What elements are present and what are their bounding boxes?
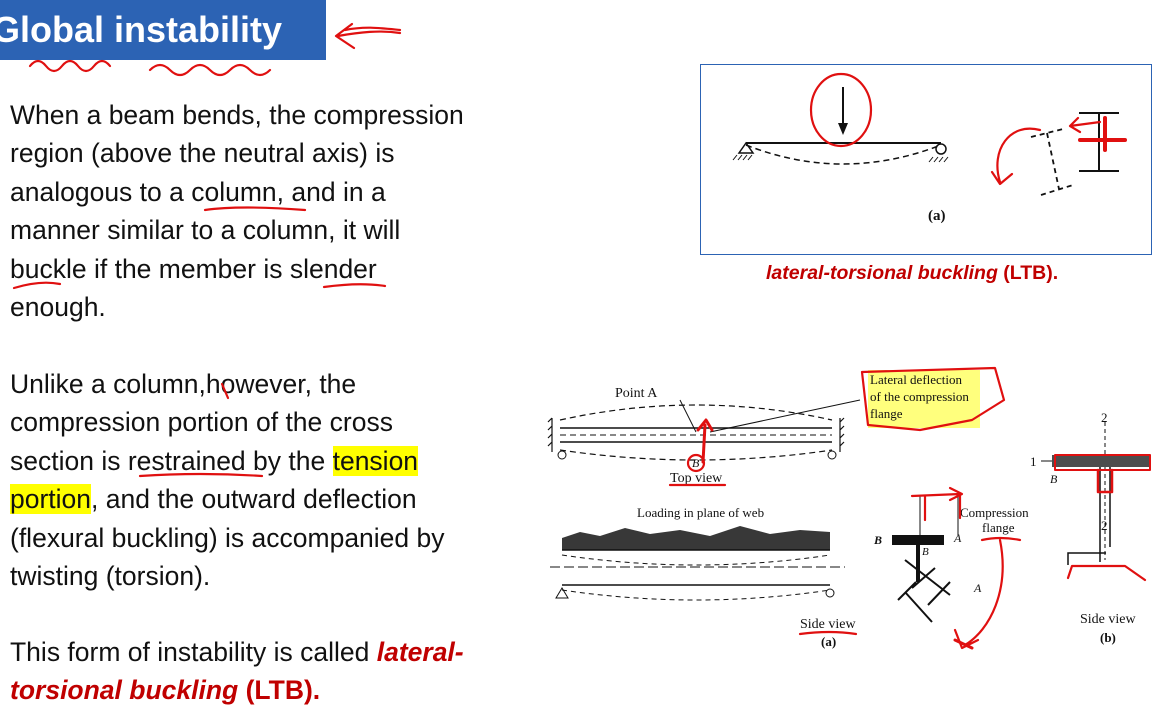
title-squiggle-2 bbox=[148, 63, 272, 77]
left-support-hatch bbox=[732, 154, 753, 161]
p1-line-3: analogous to a column, and in a bbox=[10, 176, 386, 207]
p2-line-1: Unlike a column,however, the bbox=[10, 369, 357, 399]
figure-b-label-a: (a) bbox=[821, 634, 836, 649]
axis-2-mid: 2 bbox=[1101, 518, 1108, 533]
side-view-b-label: Side view bbox=[1080, 612, 1136, 627]
title-arrow-ink-2 bbox=[343, 26, 402, 32]
figure-a-drawing: (a) bbox=[732, 87, 1119, 224]
p2-line-3: section is restrained by the bbox=[10, 445, 333, 476]
highlight-portion: portion bbox=[10, 484, 92, 515]
right-support-hatch bbox=[928, 156, 949, 163]
title-squiggle-1 bbox=[28, 59, 112, 73]
section-label-B-small: B bbox=[922, 546, 929, 558]
slide-title: Global instability bbox=[0, 0, 326, 60]
highlight-tension: tension bbox=[332, 445, 419, 476]
p2-line-6: twisting (torsion). bbox=[10, 561, 211, 592]
section-label-A: A bbox=[953, 531, 962, 545]
tee-section-b bbox=[1041, 422, 1150, 565]
p1-line-5: buckle if the member is slender bbox=[10, 253, 377, 284]
caption-abbrev: (LTB). bbox=[997, 262, 1059, 284]
lateral-line-3: flange bbox=[870, 406, 903, 421]
section-label-B: B bbox=[873, 533, 882, 547]
lateral-line-2: of the compression bbox=[870, 389, 969, 404]
section-label-A2: A bbox=[973, 581, 982, 595]
figure-b-drawing: Point A Top view B Lateral deflection of… bbox=[547, 370, 1150, 649]
side-view-beam bbox=[550, 526, 845, 601]
compression-line-2: flange bbox=[982, 520, 1015, 535]
left-support bbox=[737, 141, 755, 154]
paragraph-ltb-definition: This form of instability is called later… bbox=[10, 633, 530, 710]
p2-line-4: , and the outward deflection bbox=[91, 484, 417, 515]
axis-B: B bbox=[1050, 472, 1058, 486]
p2-line-2: compression portion of the cross bbox=[10, 407, 393, 438]
p3-term-part1: lateral- bbox=[376, 637, 464, 667]
p2-line-5: (flexural buckling) is accompanied by bbox=[10, 522, 445, 553]
loading-label: Loading in plane of web bbox=[637, 505, 764, 520]
point-b-label: B bbox=[692, 456, 700, 470]
figure-b-label-b: (b) bbox=[1100, 630, 1116, 645]
title-arrow-ink bbox=[334, 22, 402, 50]
p1-line-4: manner similar to a column, it will bbox=[10, 215, 401, 246]
top-view-beam bbox=[547, 399, 861, 461]
p3-abbrev: (LTB). bbox=[238, 675, 321, 706]
figure-a-box: (a) bbox=[700, 64, 1152, 255]
p1-line-6: enough. bbox=[10, 292, 106, 323]
caption-term: lateral-torsional buckling bbox=[766, 262, 998, 284]
slide-title-text: Global instability bbox=[0, 9, 283, 50]
side-view-a-label: Side view bbox=[800, 617, 856, 632]
axis-2-top: 2 bbox=[1101, 410, 1108, 425]
p1-line-2: region (above the neutral axis) is bbox=[10, 138, 395, 169]
load-arrowhead bbox=[838, 123, 848, 135]
figure-a-caption: lateral-torsional buckling (LTB). bbox=[766, 262, 1058, 285]
right-roller bbox=[935, 143, 947, 155]
compression-line-1: Compression bbox=[960, 505, 1029, 520]
axis-1: 1 bbox=[1030, 454, 1037, 469]
buckled-section bbox=[1030, 128, 1074, 196]
paragraph-beam-bending: When a beam bends, the compression regio… bbox=[10, 96, 530, 326]
figure-a-label: (a) bbox=[928, 208, 946, 224]
cross-section-a bbox=[892, 495, 959, 623]
p3-pre: This form of instability is called bbox=[10, 637, 377, 667]
deflected-shape bbox=[745, 144, 942, 165]
lateral-line-1: Lateral deflection bbox=[870, 372, 963, 387]
p1-line-1: When a beam bends, the compression bbox=[10, 100, 464, 130]
top-view-label: Top view bbox=[670, 471, 723, 486]
point-a-label: Point A bbox=[615, 386, 658, 401]
paragraph-unlike-column: Unlike a column,however, the compression… bbox=[10, 365, 530, 595]
p3-term-part2: torsional buckling bbox=[10, 675, 239, 706]
